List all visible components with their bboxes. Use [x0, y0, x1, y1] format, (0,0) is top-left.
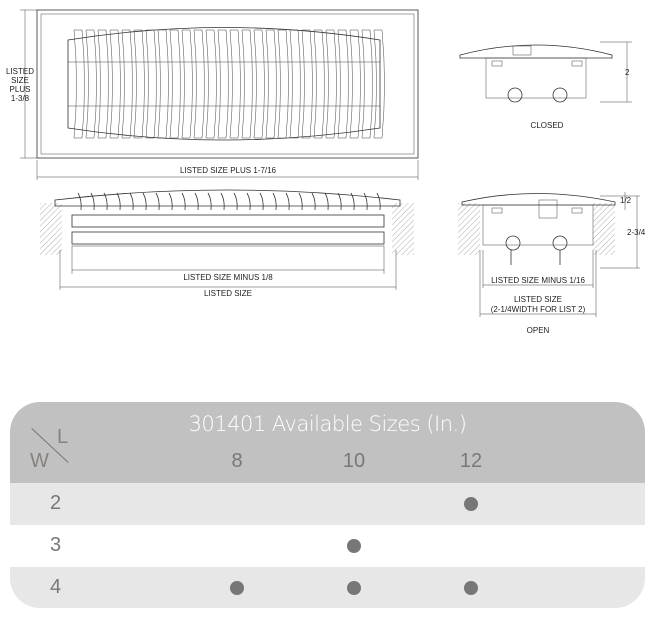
- table-header: 301401 Available Sizes (In.) W L 8 10 12: [10, 402, 645, 483]
- louver: [301, 29, 313, 139]
- table-row: 4: [10, 567, 645, 608]
- louver: [205, 29, 217, 139]
- louver: [349, 29, 361, 139]
- row-header: 3: [50, 534, 62, 556]
- louver: [217, 29, 229, 139]
- louver: [337, 29, 349, 139]
- side-louver: [246, 192, 251, 211]
- closed-view: 2 CLOSED: [459, 41, 632, 130]
- louver: [121, 29, 133, 139]
- side-louver: [233, 192, 238, 211]
- louver: [145, 29, 157, 139]
- louver: [73, 29, 85, 139]
- technical-drawing: LISTED SIZE PLUS 1-3/8 LISTED SIZE PLUS …: [6, 9, 646, 335]
- side-louver: [376, 192, 381, 211]
- closed-caption: CLOSED: [531, 121, 564, 130]
- open-size-note: (2-1/4WIDTH FOR LIST 2): [491, 305, 586, 314]
- side-louvers: [77, 192, 381, 211]
- available-dot: [347, 539, 361, 553]
- side-louver: [363, 192, 368, 211]
- louver: [193, 29, 205, 139]
- side-louver: [259, 192, 264, 211]
- louver: [109, 29, 121, 139]
- louver: [181, 29, 193, 139]
- louver: [277, 29, 289, 139]
- front-height-label-4: 1-3/8: [11, 94, 30, 103]
- table-title: 301401 Available Sizes (In.): [188, 412, 467, 436]
- open-view: 1/2 2-3/4 LISTED SIZE MINUS 1/16 LISTED …: [458, 192, 646, 335]
- corner-l-label: L: [57, 426, 69, 448]
- open-caption: OPEN: [527, 326, 550, 335]
- side-louver: [90, 192, 95, 211]
- side-louver: [207, 192, 212, 211]
- side-louver: [77, 192, 82, 211]
- column-header: 8: [231, 450, 243, 472]
- table-row: 3: [10, 525, 645, 567]
- side-louver: [311, 192, 316, 211]
- louver: [289, 29, 301, 139]
- side-louver: [324, 192, 329, 211]
- available-sizes-table: 301401 Available Sizes (In.) W L 8 10 12…: [10, 402, 645, 608]
- louver: [313, 29, 325, 139]
- side-louver: [168, 192, 173, 211]
- louver: [169, 29, 181, 139]
- front-height-label-2: SIZE: [11, 76, 29, 85]
- side-louver: [142, 192, 147, 211]
- side-minus-label: LISTED SIZE MINUS 1/8: [183, 273, 273, 282]
- louver: [85, 29, 97, 139]
- front-height-label-3: PLUS: [10, 85, 31, 94]
- louver: [133, 29, 145, 139]
- side-louver: [194, 192, 199, 211]
- side-size-label: LISTED SIZE: [204, 289, 252, 298]
- side-louver: [103, 192, 108, 211]
- front-width-label: LISTED SIZE PLUS 1-7/16: [180, 166, 277, 175]
- louver: [241, 29, 253, 139]
- corner-w-label: W: [30, 450, 49, 472]
- front-view: LISTED SIZE PLUS 1-3/8 LISTED SIZE PLUS …: [6, 9, 419, 180]
- louver: [253, 29, 265, 139]
- available-dot: [347, 581, 361, 595]
- louver: [361, 29, 373, 139]
- closed-height-label: 2: [625, 68, 630, 77]
- available-dot: [464, 581, 478, 595]
- louver: [373, 29, 385, 139]
- front-height-label-1: LISTED: [6, 67, 34, 76]
- side-louver: [116, 192, 121, 211]
- side-louver: [155, 192, 160, 211]
- open-minus-label: LISTED SIZE MINUS 1/16: [491, 276, 585, 285]
- side-louver: [272, 192, 277, 211]
- available-dot: [464, 497, 478, 511]
- louver: [157, 29, 169, 139]
- side-louver: [298, 192, 303, 211]
- louver: [325, 29, 337, 139]
- side-louver: [129, 192, 134, 211]
- open-size-label: LISTED SIZE: [514, 295, 562, 304]
- side-louver: [181, 192, 186, 211]
- louver: [229, 29, 241, 139]
- side-louver: [220, 192, 225, 211]
- row-header: 4: [50, 576, 62, 598]
- row-header: 2: [50, 492, 62, 514]
- side-view: LISTED SIZE MINUS 1/8 LISTED SIZE: [40, 189, 414, 298]
- available-dot: [230, 581, 244, 595]
- side-louver: [337, 192, 342, 211]
- louvers: [73, 29, 385, 139]
- open-top-label: 1/2: [620, 196, 632, 205]
- column-header: 12: [459, 450, 483, 472]
- column-header: 10: [342, 450, 366, 472]
- open-height-label: 2-3/4: [627, 228, 646, 237]
- louver: [265, 29, 277, 139]
- louver: [97, 29, 109, 139]
- side-louver: [285, 192, 290, 211]
- table-row: 2: [10, 483, 645, 525]
- side-louver: [350, 192, 355, 211]
